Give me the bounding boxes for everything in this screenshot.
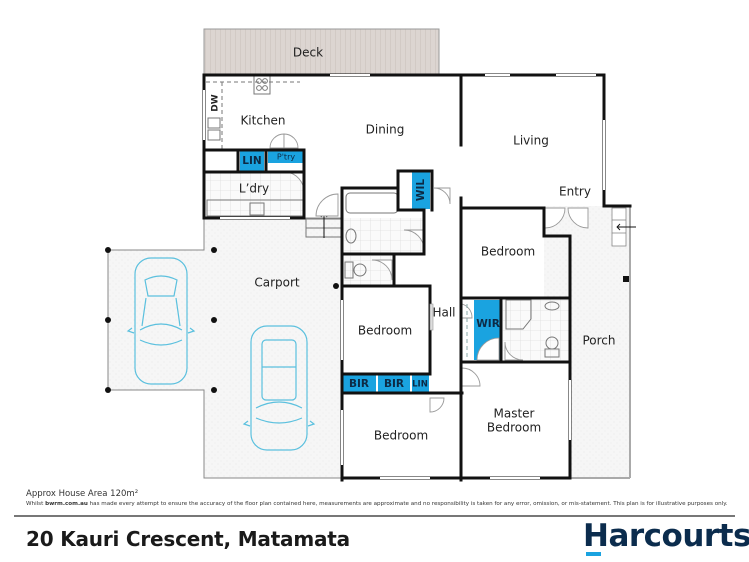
windows — [203, 74, 605, 479]
master-bedroom-label: Master — [494, 407, 535, 421]
post-icon — [105, 247, 111, 253]
post-icon — [333, 283, 339, 289]
property-address: 20 Kauri Crescent, Matamata — [26, 527, 350, 551]
kitchen-label: Kitchen — [240, 114, 285, 128]
basin-icon — [544, 301, 560, 311]
carport-label: Carport — [254, 276, 300, 290]
linen-cupboard — [412, 374, 429, 393]
doors — [269, 133, 589, 413]
house-area: Approx House Area 120m² — [26, 489, 139, 499]
walk-in-linen — [412, 171, 430, 209]
deck-label: Deck — [293, 46, 323, 60]
post-icon — [211, 317, 217, 323]
dining-label: Dining — [366, 123, 405, 137]
carport-area: Carport — [105, 217, 342, 479]
bedroom-label: Bedroom — [358, 324, 412, 338]
car-icon — [126, 257, 196, 385]
shower-icon — [505, 299, 532, 330]
laundry-label: L’dry — [239, 182, 269, 196]
svg-text:BIR: BIR — [349, 378, 369, 390]
svg-text:P'try: P'try — [277, 153, 295, 162]
walls — [202, 73, 632, 482]
built-in-robe — [343, 374, 376, 393]
linen-cupboard — [240, 151, 264, 171]
deck-area: Deck — [203, 28, 440, 75]
floor-plan: Deck Carport — [105, 28, 636, 482]
built-in-robe — [378, 374, 410, 393]
post-icon — [105, 387, 111, 393]
living-label: Living — [513, 134, 549, 148]
porch-label: Porch — [582, 334, 615, 348]
post-icon — [105, 317, 111, 323]
room-labels: Kitchen Dining Living Entry L’dry Bedroo… — [239, 114, 591, 443]
svg-text:WIL: WIL — [415, 179, 427, 201]
vanity-icon — [345, 228, 357, 244]
toilet-icon — [344, 261, 354, 279]
harcourts-logo: Harcourts — [583, 518, 749, 554]
cooktop-icon — [253, 75, 271, 95]
storage-units: LIN P'try WIL WIR BIR BIR LIN — [240, 151, 501, 393]
logo-accent-bar — [586, 552, 601, 556]
disclaimer: Whilst bwrm.com.au has made every attemp… — [26, 501, 728, 507]
divider — [14, 515, 735, 517]
pantry — [268, 151, 304, 163]
laundry-floor — [206, 172, 304, 218]
bedroom-label: Bedroom — [374, 429, 428, 443]
entry-arrow-icon — [616, 223, 636, 231]
svg-text:DW: DW — [211, 94, 221, 111]
fixtures: DW — [206, 75, 560, 358]
bedroom-label: Bedroom — [481, 245, 535, 259]
sink-icon — [207, 117, 221, 129]
disclaimer-brand: bwrm.com.au — [45, 501, 88, 507]
car-icon — [242, 325, 316, 451]
bathroom-floor — [344, 218, 424, 254]
svg-text:LIN: LIN — [242, 155, 261, 167]
svg-text:WIR: WIR — [476, 318, 500, 330]
svg-text:BIR: BIR — [384, 378, 404, 390]
bath-icon — [345, 192, 399, 214]
master-bedroom-label: Bedroom — [487, 421, 541, 435]
laundry-tub-icon — [249, 202, 265, 216]
hall-label: Hall — [432, 306, 455, 320]
porch-area: Porch — [570, 206, 636, 479]
entry-label: Entry — [559, 185, 591, 199]
post-icon — [211, 247, 217, 253]
post-icon — [211, 387, 217, 393]
svg-text:LIN: LIN — [412, 380, 428, 390]
